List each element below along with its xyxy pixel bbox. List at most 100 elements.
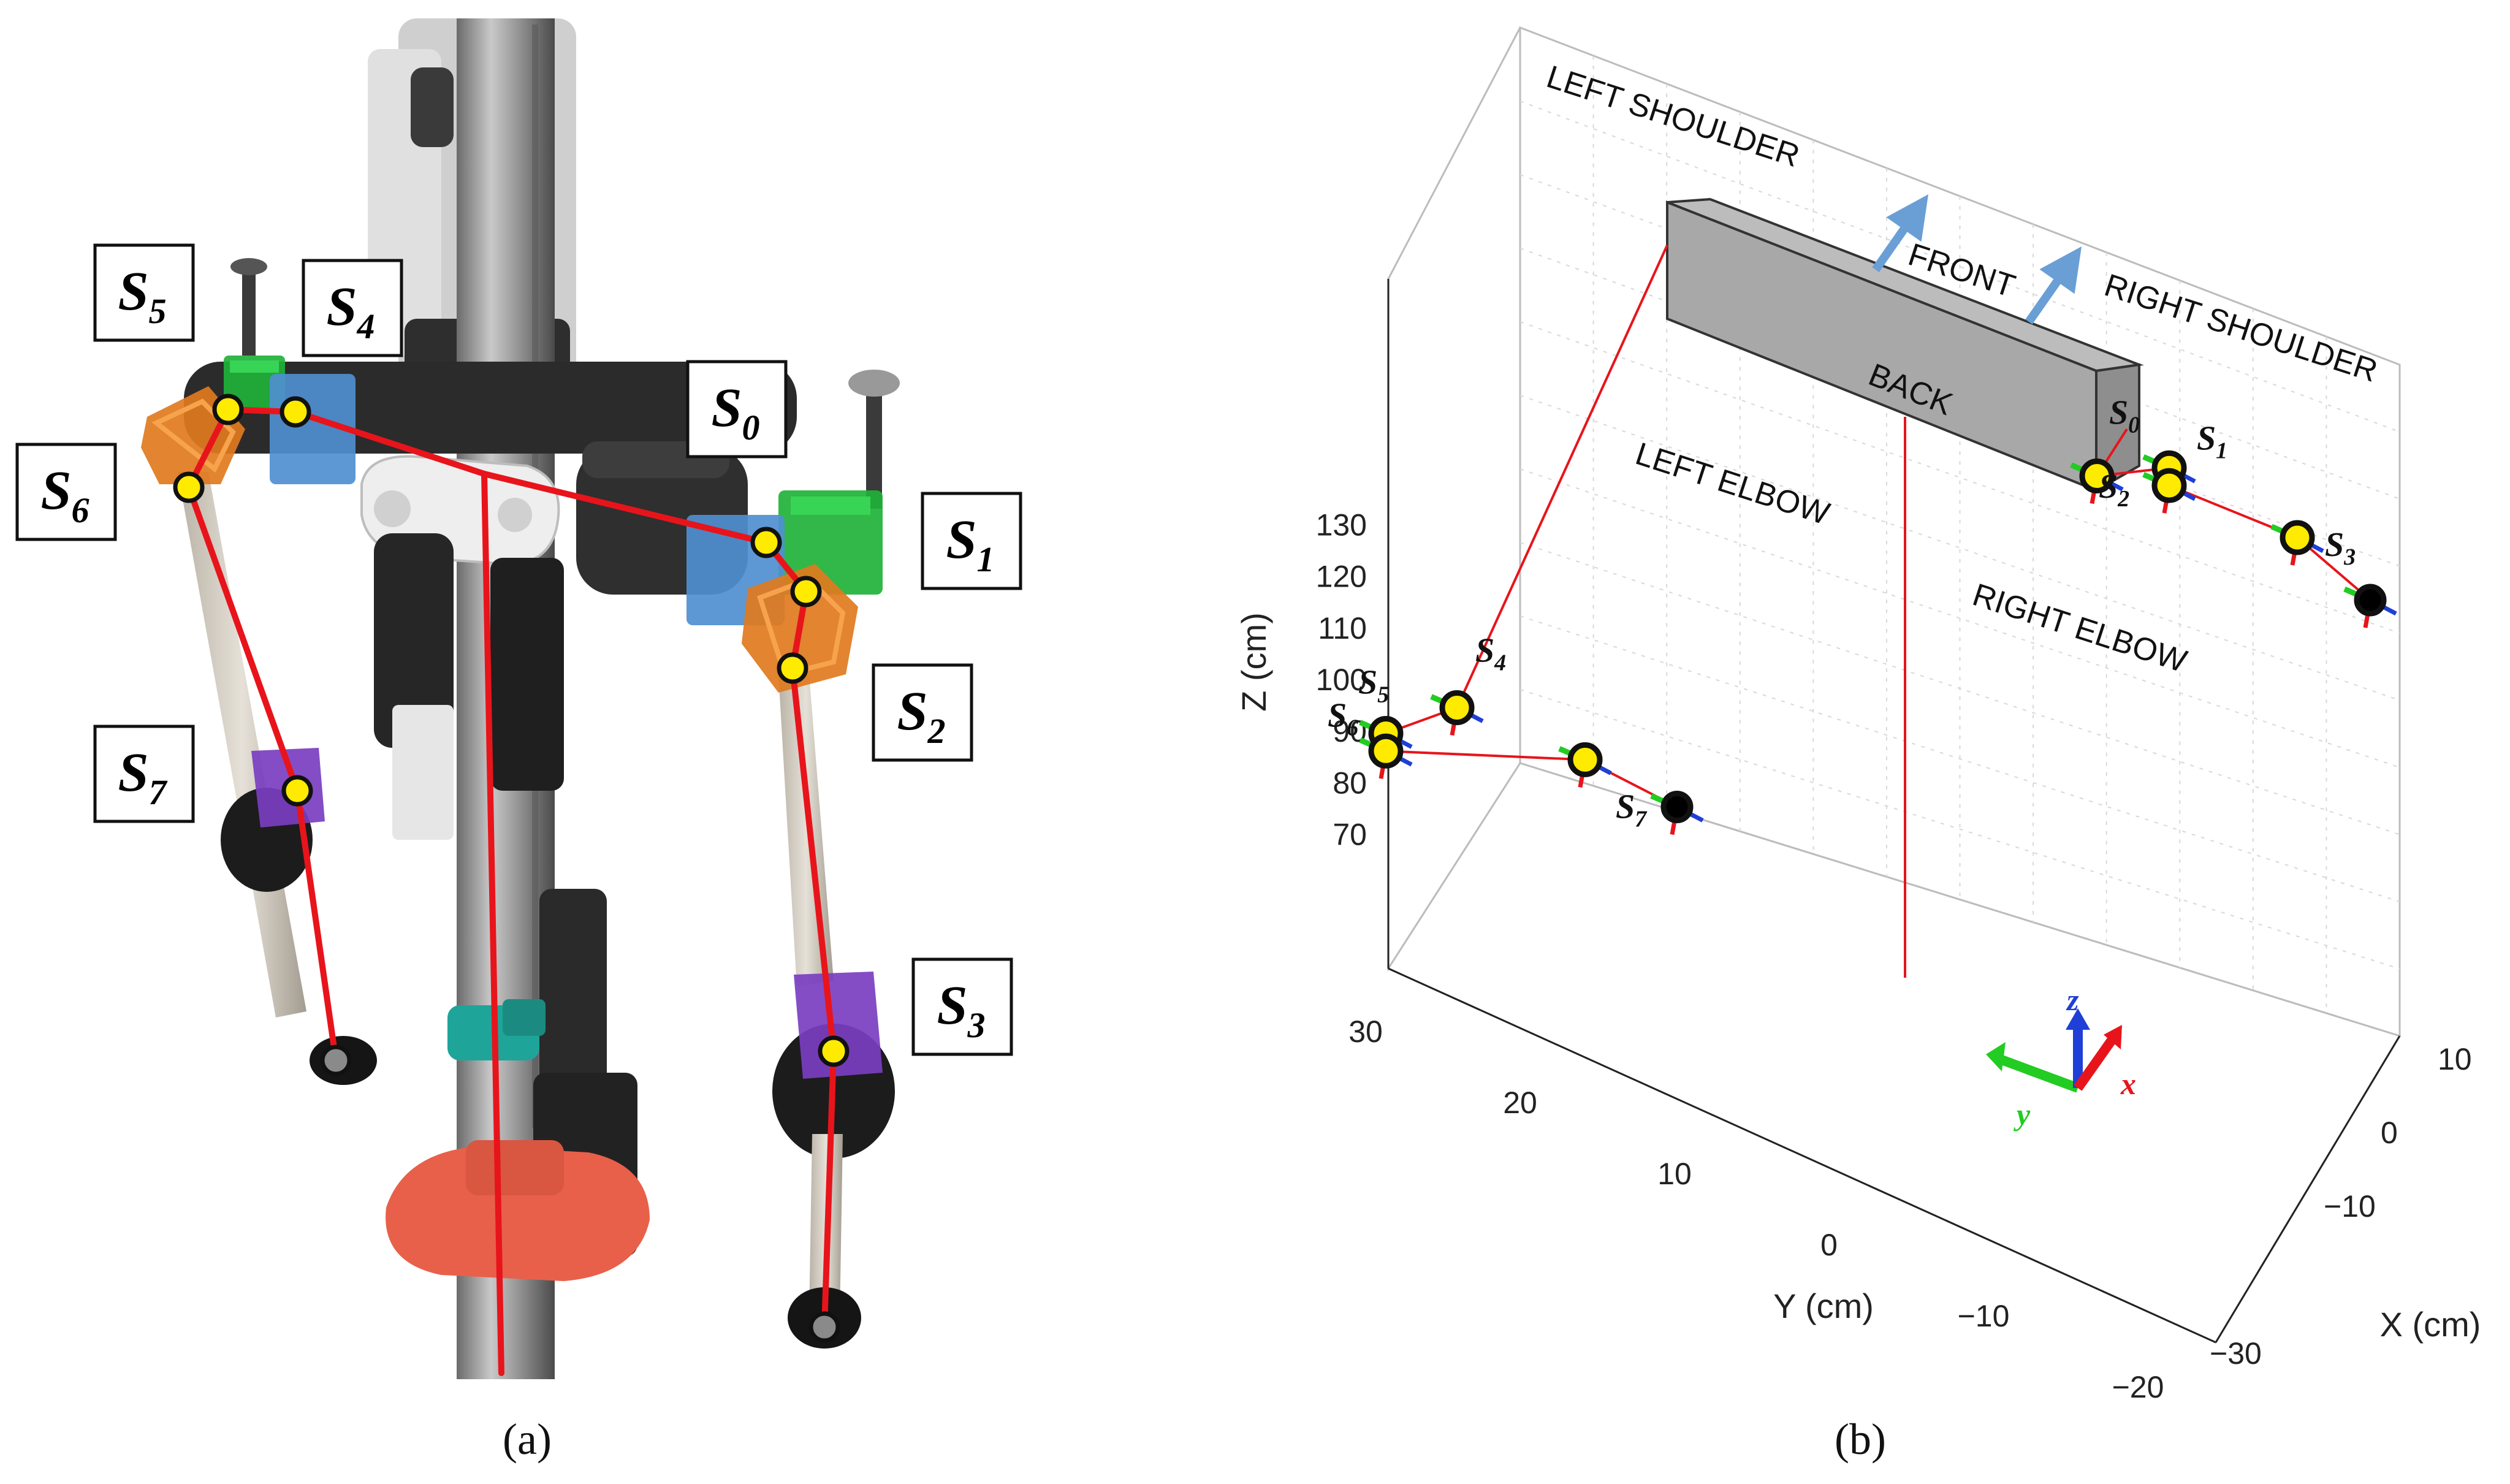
point-label-s6: S6 [1328,696,1358,740]
svg-text:S1: S1 [946,509,994,579]
center-lower-block [490,558,564,791]
triad-y-head [1986,1042,2006,1071]
grid-line [1519,689,2400,970]
panel-a-markers [173,394,850,1343]
triad-x-label: x [2120,1067,2136,1101]
svg-text:S7: S7 [118,742,167,812]
caption-b: (b) [1835,1415,1886,1464]
point-s6 [1368,733,1404,769]
right-upper-arm [778,674,834,987]
panel-a-photo: S5 S4 S0 S6 [15,18,1022,1464]
left-upper-arm [178,472,306,1018]
x-tick-label: 10 [2438,1042,2472,1076]
right-knob-stem [866,386,882,509]
svg-text:S6: S6 [40,460,89,530]
left-knob-stem [242,270,256,356]
marker-s2 [777,652,808,684]
marker-hand-left [320,1045,352,1076]
x-axis-line [2215,1035,2401,1343]
point-hand-left [1660,791,1694,823]
point-s7 [1567,742,1603,777]
y-axis-line [1388,967,2216,1344]
marker-s4 [280,396,311,428]
label-box-s5: S5 [93,243,195,342]
z-tick-label: 120 [1316,560,1367,594]
marker-hand-right [808,1311,840,1343]
grid-line [1519,615,2400,902]
torso-box [1666,197,2144,493]
y-tick-label: 30 [1348,1014,1383,1049]
point-label-s3: S3 [2325,526,2356,570]
label-box-s3: S3 [911,957,1013,1056]
point-label-s4: S4 [1475,632,1506,676]
triad-x-head [2104,1025,2122,1049]
svg-text:S2: S2 [897,681,945,751]
z-tick-label: 110 [1318,611,1367,645]
marker-s6 [173,471,205,503]
point-s3 [2280,520,2315,555]
triad-z-label: z [2066,983,2079,1017]
mount-hole-right [498,498,532,532]
device-handle [411,67,454,147]
marker-s7 [281,775,313,807]
x-tick-label: 0 [2381,1116,2398,1150]
label-box-s1: S1 [921,492,1022,590]
point-s0 [2079,459,2115,493]
front-arrow-right [2025,246,2082,325]
mount-hole-left [374,490,411,527]
svg-text:S0: S0 [711,378,759,447]
triad-z-head [2066,1008,2090,1030]
z-tick-label: 130 [1316,508,1367,542]
point-hand-right [2354,584,2387,617]
caption-a: (a) [503,1415,552,1464]
triad-y-label: y [2014,1097,2031,1132]
z-tick-label: 70 [1333,818,1367,852]
z-axis-label: Z (cm) [1234,612,1273,712]
label-box-s0: S0 [686,360,788,459]
point-label-s2: S2 [2099,468,2129,512]
marker-s1 [790,576,822,607]
x-tick-label: −30 [2210,1336,2262,1371]
point-label-s7: S7 [1616,788,1648,832]
y-tick-label: 10 [1657,1157,1692,1191]
panel-a-label-boxes: S5 S4 S0 S6 [15,243,1022,1056]
svg-text:S3: S3 [937,975,985,1045]
y-tick-label: −20 [2112,1370,2164,1404]
skeleton-link [1456,245,1668,709]
point-s2 [2151,468,2187,503]
point-label-s5: S5 [1358,664,1389,708]
white-connector [392,705,454,840]
grid-line [1519,321,2400,634]
teal-clamp-knob [503,999,546,1036]
y-axis-label: Y (cm) [1773,1287,1874,1325]
point-s4 [1439,690,1475,725]
base-plate [386,1146,650,1281]
left-lower-block [374,533,454,748]
z-tick-label: 80 [1333,766,1367,800]
panel-b-3d-plot: 1301201101009080703020100−10−20100−10−30… [1234,26,2481,1464]
point-label-s1: S1 [2197,419,2227,463]
axis-triad: y z x [1986,983,2136,1132]
triad-y-arrow [1993,1052,2080,1093]
right-knob [848,370,900,397]
svg-text:S5: S5 [118,261,166,331]
base-plate-hub [466,1140,564,1195]
point-label-s0: S0 [2109,394,2140,438]
marker-s0 [750,527,782,558]
x-axis-label: X (cm) [2380,1305,2481,1344]
z-tick-label: 100 [1316,663,1367,697]
triad-x-arrow [2074,1033,2119,1091]
svg-text:S4: S4 [326,276,375,346]
label-box-s4: S4 [302,259,403,357]
marker-s3 [818,1035,850,1067]
y-tick-label: −10 [1958,1299,2010,1333]
sensor-s3-purple [794,972,883,1079]
label-box-s6: S6 [15,443,117,541]
y-tick-label: 20 [1503,1086,1537,1120]
front-arrow-left [1872,194,1929,273]
label-box-s2: S2 [872,663,973,762]
x-tick-label: −10 [2324,1189,2376,1223]
